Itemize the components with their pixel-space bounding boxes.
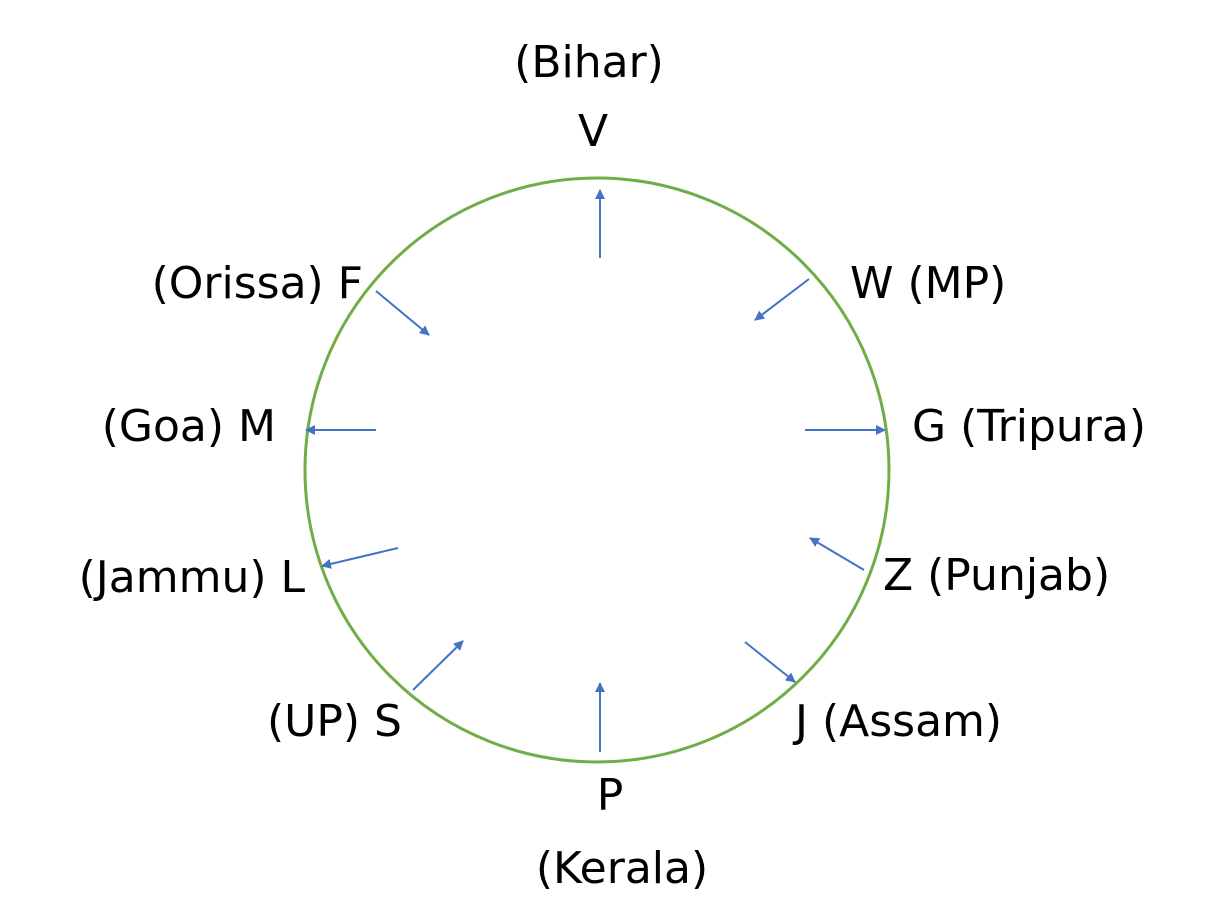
arrow-L (321, 547, 399, 569)
label-J: J (Assam) (792, 696, 1002, 747)
label-V-id: V (578, 106, 608, 157)
arrow-S (412, 640, 464, 691)
label-V-state: (Bihar) (514, 37, 664, 88)
label-G: G (Tripura) (912, 401, 1146, 452)
label-F: (Orissa) F (152, 258, 363, 309)
label-P-state: (Kerala) (536, 843, 708, 894)
label-M: (Goa) M (102, 401, 276, 452)
arrow-Z (809, 537, 865, 571)
arrow-J (744, 641, 796, 683)
arrow-F (375, 290, 430, 336)
arrow-W (754, 278, 810, 321)
label-P-id: P (597, 770, 624, 821)
label-S: (UP) S (267, 696, 402, 747)
label-Z: Z (Punjab) (883, 550, 1110, 601)
label-L: (Jammu) L (79, 552, 306, 603)
label-W: W (MP) (850, 258, 1006, 309)
seating-circle (303, 176, 891, 764)
